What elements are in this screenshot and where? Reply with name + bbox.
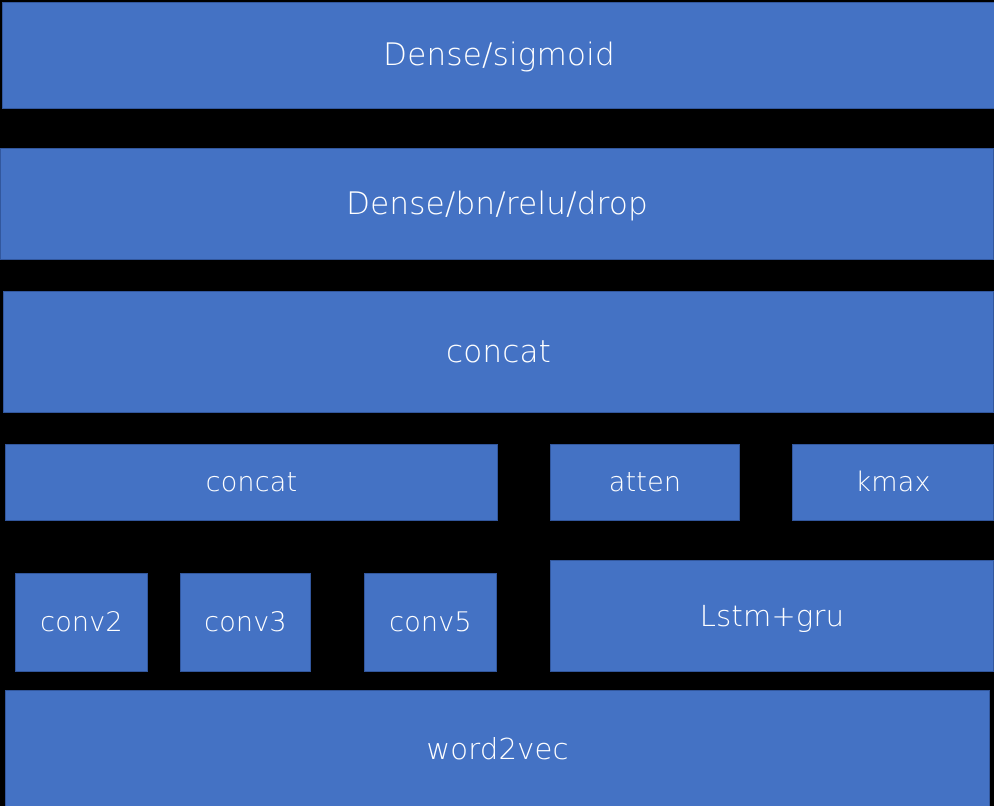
node-label-dense-sigmoid: Dense/sigmoid <box>383 37 615 73</box>
node-label-conv3: conv3 <box>204 607 287 638</box>
node-kmax[interactable]: kmax <box>792 444 994 521</box>
node-atten[interactable]: atten <box>550 444 740 521</box>
node-concat-global[interactable]: concat <box>3 291 994 413</box>
node-word2vec[interactable]: word2vec <box>5 690 990 806</box>
node-label-dense-bn-relu-drop: Dense/bn/relu/drop <box>346 185 648 222</box>
node-concat-conv[interactable]: concat <box>5 444 498 521</box>
node-dense-bn-relu-drop[interactable]: Dense/bn/relu/drop <box>0 148 994 260</box>
node-label-conv5: conv5 <box>389 607 472 638</box>
node-conv3[interactable]: conv3 <box>180 573 311 672</box>
node-label-kmax: kmax <box>855 467 931 498</box>
node-label-lstm-gru: Lstm+gru <box>699 598 845 633</box>
node-label-concat-conv: concat <box>205 467 298 498</box>
node-lstm-gru[interactable]: Lstm+gru <box>550 560 994 672</box>
node-label-concat-global: concat <box>445 333 552 370</box>
node-dense-sigmoid[interactable]: Dense/sigmoid <box>2 2 994 109</box>
node-conv2[interactable]: conv2 <box>15 573 148 672</box>
node-label-word2vec: word2vec <box>426 731 569 766</box>
node-label-conv2: conv2 <box>40 607 123 638</box>
node-label-atten: atten <box>608 467 682 498</box>
node-conv5[interactable]: conv5 <box>364 573 497 672</box>
